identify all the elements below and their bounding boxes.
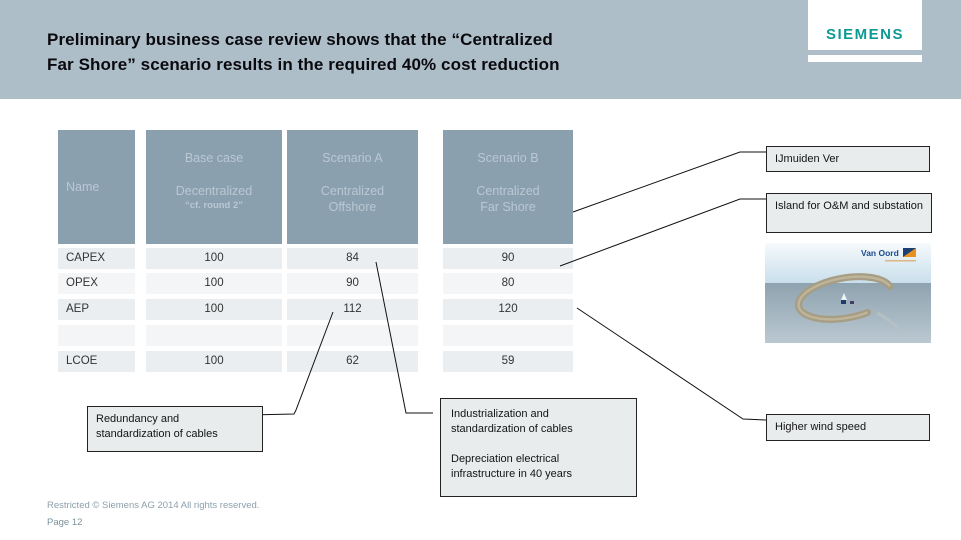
siemens-logo: SIEMENS bbox=[808, 0, 922, 50]
table-cell bbox=[287, 325, 418, 346]
row-label: AEP bbox=[58, 299, 135, 320]
column-subtitle: Decentralized bbox=[175, 184, 253, 198]
footer-page-number: Page 12 bbox=[47, 517, 83, 528]
slide-title: Preliminary business case review shows t… bbox=[47, 27, 560, 77]
title-band bbox=[0, 0, 961, 99]
table-row-capex: CAPEX 100 84 90 bbox=[58, 248, 573, 269]
table-header-name: Name bbox=[58, 130, 135, 244]
table-cell: 120 bbox=[443, 299, 573, 320]
table-row-aep: AEP 100 112 120 bbox=[58, 299, 573, 320]
table-header-name-label: Name bbox=[66, 180, 100, 194]
callout-text: Island for O&M and substation bbox=[775, 200, 923, 212]
column-note: “cf. round 2” bbox=[184, 200, 244, 211]
vessel-icon bbox=[850, 301, 854, 304]
island-ring bbox=[795, 273, 895, 323]
table-cell: 100 bbox=[146, 273, 282, 294]
table-cell: 59 bbox=[443, 351, 573, 372]
sail-icon bbox=[841, 293, 847, 300]
table-cell: 100 bbox=[146, 351, 282, 372]
table-cell: 62 bbox=[287, 351, 418, 372]
callout-text: Depreciation electrical infrastructure i… bbox=[451, 453, 573, 480]
table-cell bbox=[146, 325, 282, 346]
van-oord-flag-icon bbox=[903, 248, 916, 257]
island-rendering: Van Oord bbox=[765, 243, 931, 343]
table-header-scenario-a: Scenario A Centralized Offshore bbox=[287, 130, 418, 244]
table-cell: 80 bbox=[443, 273, 573, 294]
slide-title-line2: Far Shore” scenario results in the requi… bbox=[47, 55, 560, 74]
vessel-icon bbox=[841, 300, 846, 304]
footer-copyright: Restricted © Siemens AG 2014 All rights … bbox=[47, 500, 260, 511]
callout-text: Higher wind speed bbox=[775, 421, 867, 433]
row-label: LCOE bbox=[58, 351, 135, 372]
slide-title-line1: Preliminary business case review shows t… bbox=[47, 30, 553, 49]
van-oord-wordmark: Van Oord bbox=[861, 248, 899, 258]
callout-island-om-substation: Island for O&M and substation bbox=[766, 193, 932, 233]
table-cell: 112 bbox=[287, 299, 418, 320]
table-header-base-case: Base case Decentralized “cf. round 2” bbox=[146, 130, 282, 244]
table-row-opex: OPEX 100 90 80 bbox=[58, 273, 573, 294]
column-subtitle: Centralized Far Shore bbox=[476, 184, 540, 214]
logo-underline-strip bbox=[808, 55, 922, 62]
table-cell: 84 bbox=[287, 248, 418, 269]
sea bbox=[765, 283, 931, 343]
callout-text: Industrialization and standardization of… bbox=[451, 408, 573, 435]
callout-redundancy-cables: Redundancy and standardization of cables bbox=[87, 406, 263, 452]
callout-higher-wind-speed: Higher wind speed bbox=[766, 414, 930, 441]
column-title: Scenario B bbox=[477, 151, 539, 165]
row-label: OPEX bbox=[58, 273, 135, 294]
sand-spit bbox=[876, 311, 901, 331]
callout-ijmuiden-ver: IJmuiden Ver bbox=[766, 146, 930, 172]
table-cell bbox=[443, 325, 573, 346]
table-cell: 100 bbox=[146, 299, 282, 320]
column-title: Base case bbox=[184, 151, 244, 165]
column-title: Scenario A bbox=[322, 151, 383, 165]
callout-text: Redundancy and standardization of cables bbox=[96, 413, 218, 440]
table-cell: 90 bbox=[443, 248, 573, 269]
row-label: CAPEX bbox=[58, 248, 135, 269]
callout-text: IJmuiden Ver bbox=[775, 152, 840, 165]
van-oord-tagline bbox=[885, 260, 916, 262]
callout-industrialization-depreciation: Industrialization and standardization of… bbox=[440, 398, 637, 497]
table-header-scenario-b: Scenario B Centralized Far Shore bbox=[443, 130, 573, 244]
column-subtitle: Centralized Offshore bbox=[320, 184, 385, 214]
row-label bbox=[58, 325, 135, 346]
siemens-wordmark: SIEMENS bbox=[825, 26, 904, 43]
table-cell: 100 bbox=[146, 248, 282, 269]
table-row-empty bbox=[58, 325, 573, 346]
table-row-lcoe: LCOE 100 62 59 bbox=[58, 351, 573, 372]
table-cell: 90 bbox=[287, 273, 418, 294]
